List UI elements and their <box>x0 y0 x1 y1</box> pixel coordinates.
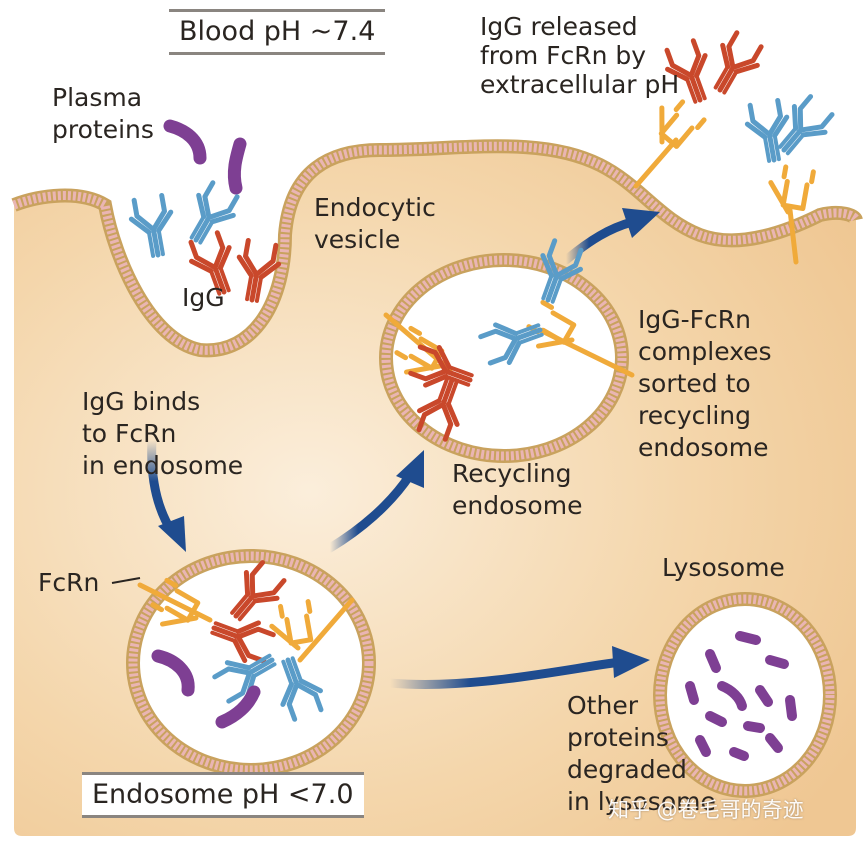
igg-fcrn-complexes-endosome <box>137 559 355 722</box>
plasma-proteins-endosome <box>151 649 261 729</box>
arrow-to-membrane <box>561 208 660 265</box>
degraded-proteins <box>685 631 797 761</box>
arrow-to-lysosome <box>385 646 650 689</box>
plasma-proteins-label: Plasma proteins <box>52 83 154 144</box>
other-proteins-label: Other proteins degraded in lysosome <box>567 691 716 816</box>
watermark: 知乎 @卷毛哥的奇迹 <box>608 798 804 822</box>
fcrn-pointer <box>111 577 141 584</box>
igg-fcrn-complexes-recycling <box>383 239 635 442</box>
plasma-proteins-blood <box>163 119 247 195</box>
complexes-sorted-label: IgG-FcRn complexes sorted to recycling e… <box>638 305 772 462</box>
fcrn-label: FcRn <box>38 568 100 597</box>
endocytic-vesicle-label: Endocytic vesicle <box>314 193 436 254</box>
plasma-membrane <box>11 139 863 358</box>
arrow-to-recycling-endosome <box>325 450 424 553</box>
lysosome-label: Lysosome <box>662 553 785 582</box>
blood-ph-label: Blood pH ~7.4 <box>169 9 386 55</box>
igg-released <box>633 30 837 265</box>
igg-binds-label: IgG binds to FcRn in endosome <box>82 387 244 480</box>
recycling-endosome-label: Recycling endosome <box>452 459 583 520</box>
endosome-ph-label: Endosome pH <7.0 <box>82 772 364 818</box>
igg-label: IgG <box>182 283 225 312</box>
igg-released-label: IgG released from FcRn by extracellular … <box>480 12 680 99</box>
arrow-to-endosome <box>147 435 186 552</box>
